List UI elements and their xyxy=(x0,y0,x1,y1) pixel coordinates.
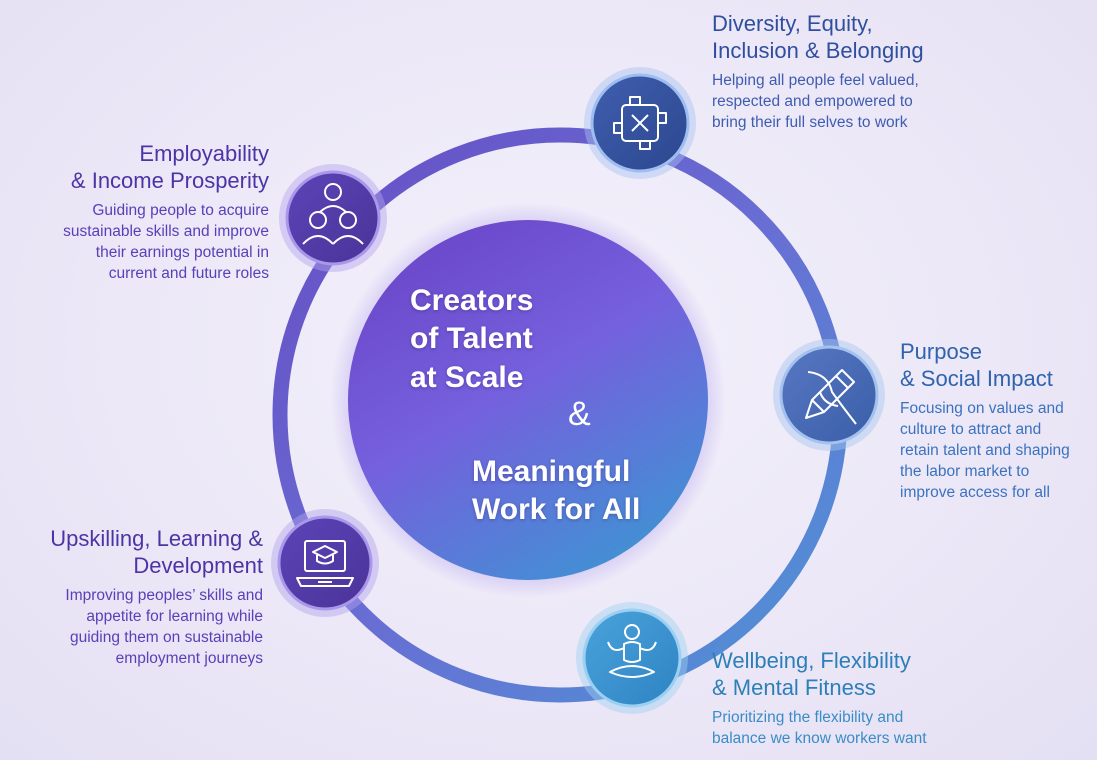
laptop-graduation-cap-icon xyxy=(296,540,354,587)
pillar-heading: Wellbeing, Flexibility xyxy=(712,648,911,673)
pillar-purpose: Purpose & Social Impact Focusing on valu… xyxy=(900,338,1070,503)
pillar-heading: & Social Impact xyxy=(900,366,1053,391)
pillar-description: bring their full selves to work xyxy=(712,114,908,131)
center-circle xyxy=(348,220,708,580)
pillar-description: Focusing on values and xyxy=(900,400,1064,417)
pillar-description: Improving peoples’ skills and xyxy=(65,587,263,604)
pillar-description: Prioritizing the flexibility and xyxy=(712,709,904,726)
pillar-description: their earnings potential in xyxy=(95,244,269,261)
joined-hands-icon xyxy=(613,96,667,150)
pillar-heading: Development xyxy=(133,553,263,578)
pillar-description: employment journeys xyxy=(115,650,263,667)
pillar-heading: Purpose xyxy=(900,339,982,364)
pillar-description: respected and empowered to xyxy=(712,93,913,110)
pillar-description: current and future roles xyxy=(108,265,269,282)
center-title-line-2: of Talent xyxy=(410,322,533,355)
node-employability xyxy=(279,164,387,272)
node-purpose xyxy=(773,339,885,451)
center-title-line-3: at Scale xyxy=(410,361,524,394)
pillar-employability: Employability & Income Prosperity Guidin… xyxy=(63,140,269,284)
pillar-heading: Inclusion & Belonging xyxy=(712,38,924,63)
pillar-description: Guiding people to acquire xyxy=(92,202,269,219)
pillar-wellbeing: Wellbeing, Flexibility & Mental Fitness … xyxy=(712,647,927,749)
pillar-heading: & Income Prosperity xyxy=(70,168,269,193)
pillar-description: balance we know workers want xyxy=(712,730,927,747)
node-wellbeing xyxy=(576,602,688,714)
pillar-description: appetite for learning while xyxy=(86,608,263,625)
pillar-description: Helping all people feel valued, xyxy=(712,72,919,89)
node-diversity xyxy=(584,67,696,179)
pillar-heading: Upskilling, Learning & xyxy=(50,526,263,551)
people-group-icon xyxy=(302,183,364,245)
pillar-description: culture to attract and xyxy=(900,421,1042,438)
pillar-heading: & Mental Fitness xyxy=(712,675,876,700)
pillar-description: sustainable skills and improve xyxy=(63,223,269,240)
pillar-description: improve access for all xyxy=(900,484,1050,501)
pillar-description: retain talent and shaping xyxy=(900,442,1070,459)
pillar-diversity: Diversity, Equity, Inclusion & Belonging… xyxy=(712,10,924,133)
meditation-icon xyxy=(607,624,657,678)
pillar-upskilling: Upskilling, Learning & Development Impro… xyxy=(50,525,263,669)
center-ampersand: & xyxy=(568,395,591,433)
pillar-heading: Employability xyxy=(139,141,269,166)
center-title-line-4: Meaningful xyxy=(472,455,631,488)
pillar-description: the labor market to xyxy=(900,463,1030,480)
pencil-compass-icon xyxy=(805,369,857,425)
center-title-line-5: Work for All xyxy=(472,493,641,526)
pillar-heading: Diversity, Equity, xyxy=(712,11,873,36)
node-upskilling xyxy=(271,509,379,617)
pillar-description: guiding them on sustainable xyxy=(69,629,263,646)
center-title-line-1: Creators xyxy=(410,284,534,317)
